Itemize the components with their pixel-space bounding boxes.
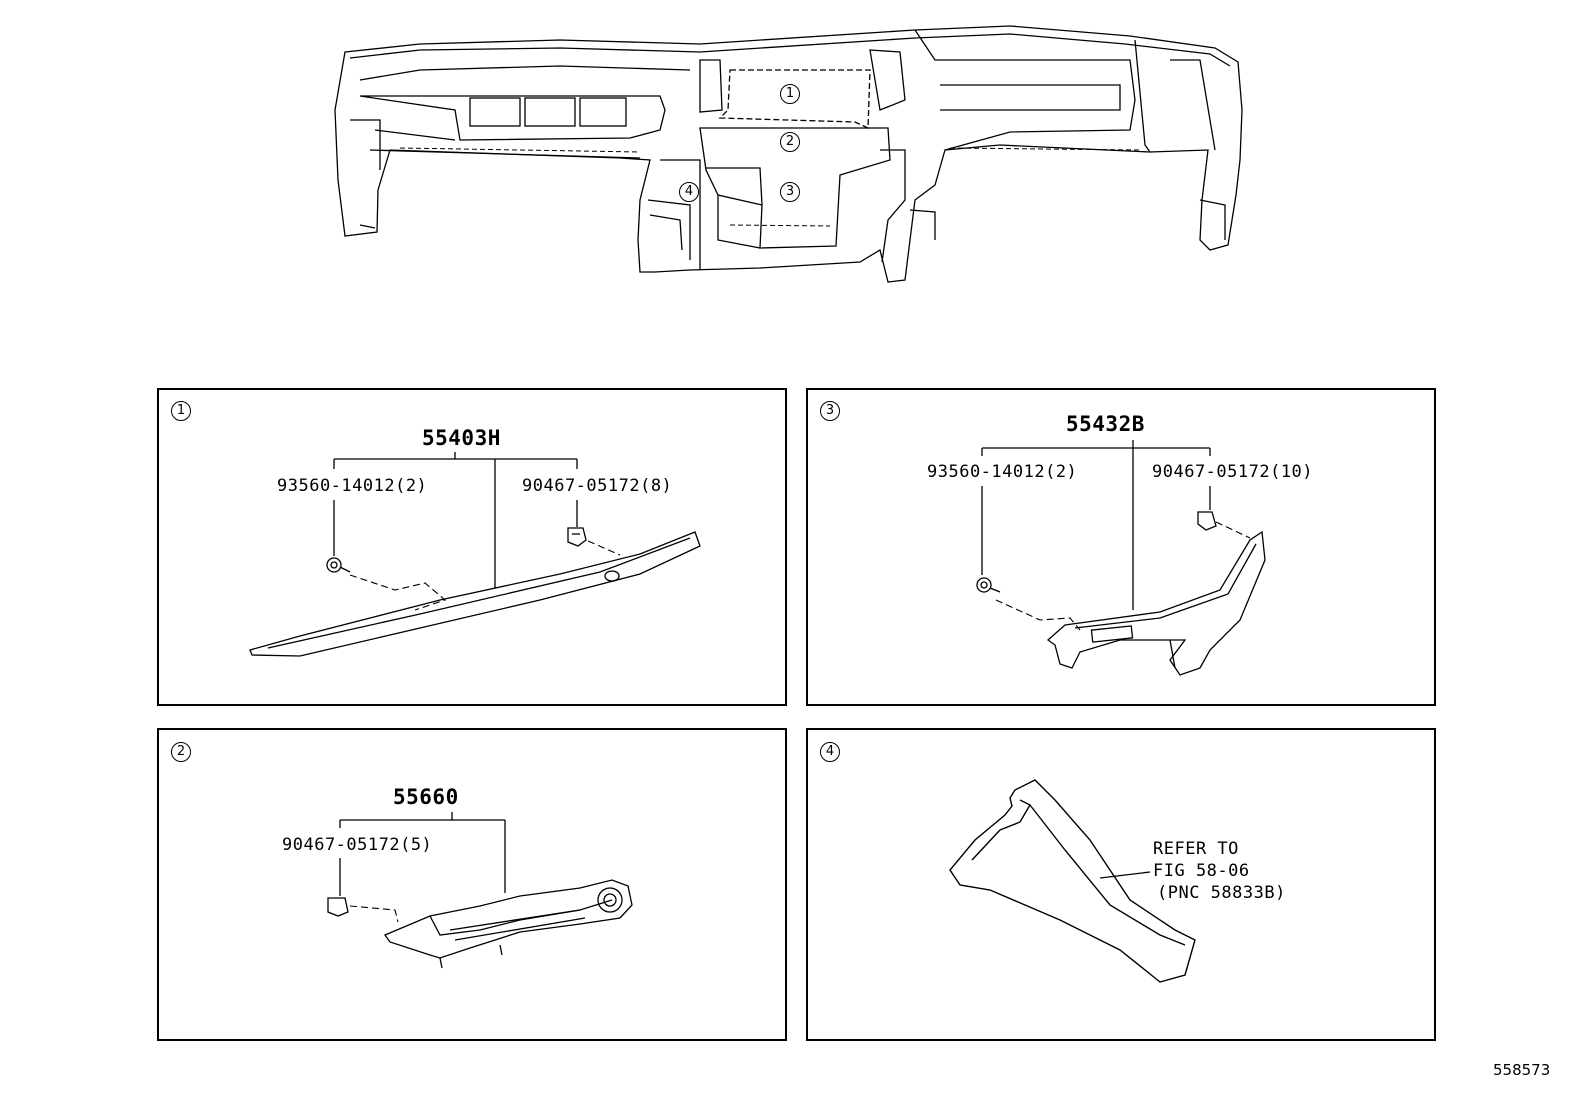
panel-1-index: 1 [171,401,191,421]
part-number-90467-05172-qty5[interactable]: 90467-05172(5) [282,835,433,855]
diagram-id: 558573 [1493,1061,1551,1079]
overview-callout-4[interactable]: 4 [679,182,699,202]
panel-2-index: 2 [171,742,191,762]
refer-to-line-1: REFER TO [1153,839,1239,859]
panel-2 [157,728,787,1041]
part-number-90467-05172[interactable]: 90467-05172(8) [522,476,673,496]
panel-4-index: 4 [820,742,840,762]
part-number-93560-14012[interactable]: 93560-14012(2) [277,476,428,496]
panel-3-index: 3 [820,401,840,421]
part-number-55660[interactable]: 55660 [393,785,459,809]
overview-callout-3[interactable]: 3 [780,182,800,202]
dashboard-overview-drawing [334,25,1243,283]
refer-to-pnc: (PNC 58833B) [1157,883,1286,903]
panel-1 [157,388,787,706]
panel-4 [806,728,1436,1041]
overview-callout-2[interactable]: 2 [780,132,800,152]
refer-to-fig-link[interactable]: FIG 58-06 [1153,861,1250,881]
part-number-90467-05172-qty10[interactable]: 90467-05172(10) [1152,462,1314,482]
part-number-93560-14012-p3[interactable]: 93560-14012(2) [927,462,1078,482]
part-number-55432B[interactable]: 55432B [1066,412,1145,436]
part-number-55403H[interactable]: 55403H [422,426,501,450]
panel-3 [806,388,1436,706]
overview-callout-1[interactable]: 1 [780,84,800,104]
